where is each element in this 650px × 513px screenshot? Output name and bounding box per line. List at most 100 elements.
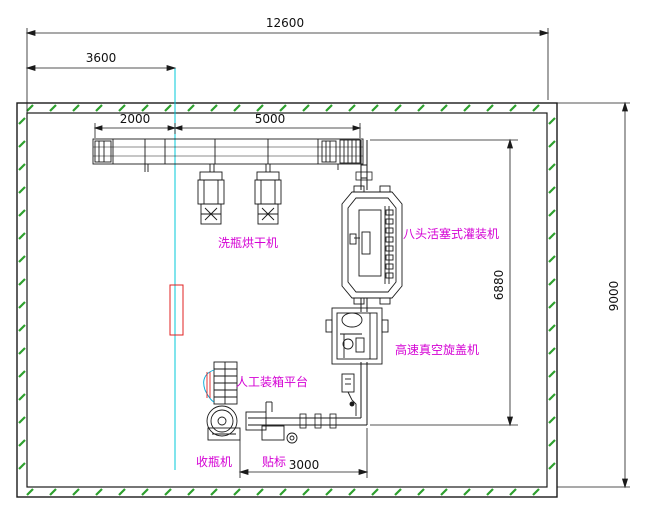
wall-hatch-mark xyxy=(164,488,172,496)
wall-hatch-mark xyxy=(548,462,556,470)
dim-bottom-run xyxy=(238,428,369,478)
wall-hatch-mark xyxy=(548,416,556,424)
wall-hatch-mark xyxy=(18,462,26,470)
dim-filler-run-label: 6880 xyxy=(492,270,506,301)
wall-hatch-mark xyxy=(18,393,26,401)
red-marker xyxy=(169,284,184,336)
wall-hatch-mark xyxy=(49,488,57,496)
wall-hatch-mark xyxy=(548,370,556,378)
wall-hatch-mark xyxy=(532,104,540,112)
filler-head xyxy=(385,245,394,252)
dim-left-offset xyxy=(25,64,177,72)
dim-washer-length-label: 5000 xyxy=(255,112,286,126)
washer-dryer-machine xyxy=(92,138,364,172)
label-capper: 高速真空旋盖机 xyxy=(395,342,479,357)
label-unscrambler: 收瓶机 xyxy=(196,455,232,469)
wall-hatch-mark xyxy=(548,186,556,194)
packing-platform xyxy=(203,361,238,405)
wall-hatch-mark xyxy=(210,104,218,112)
dim-total-width-label: 12600 xyxy=(266,16,304,30)
wall-hatch-mark xyxy=(141,104,149,112)
dim-total-height-label: 9000 xyxy=(607,281,621,312)
dim-left-offset-label: 3600 xyxy=(86,51,117,65)
wall-hatch-mark xyxy=(18,140,26,148)
wall-hatch-mark xyxy=(417,488,425,496)
wall-hatch-mark xyxy=(18,255,26,263)
wall-hatch-mark xyxy=(18,278,26,286)
wall-hatch-mark xyxy=(509,104,517,112)
wall-hatch-mark xyxy=(141,488,149,496)
wall-hatch-mark xyxy=(348,488,356,496)
wall-hatch-mark xyxy=(371,104,379,112)
wall-hatch-mark xyxy=(18,439,26,447)
wall-hatch-mark xyxy=(371,488,379,496)
filler-head xyxy=(385,227,394,234)
label-washer-dryer: 洗瓶烘干机 xyxy=(218,236,278,250)
filler-machine xyxy=(341,185,403,305)
filler-head xyxy=(385,272,394,279)
wall-hatch-mark xyxy=(325,488,333,496)
wall-hatch-mark xyxy=(548,209,556,217)
wall-hatch-mark xyxy=(325,104,333,112)
wall-hatch-mark xyxy=(279,488,287,496)
wall-hatch-mark xyxy=(18,232,26,240)
wall-hatch-mark xyxy=(548,255,556,263)
conveyor-line xyxy=(248,140,368,426)
dim-bottom-run-label: 3000 xyxy=(289,458,320,472)
capper-machine xyxy=(325,307,389,365)
wall-hatch-mark xyxy=(256,488,264,496)
wall-hatch-mark xyxy=(18,416,26,424)
dim-washer-section-label: 2000 xyxy=(120,112,151,126)
wall-hatch-mark xyxy=(210,488,218,496)
wall-hatch-mark xyxy=(302,104,310,112)
wall-hatch-mark xyxy=(187,104,195,112)
wall-hatch-mark xyxy=(26,104,34,112)
wall-hatch-mark xyxy=(233,488,241,496)
control-box xyxy=(341,373,357,416)
wall-hatch-mark xyxy=(548,347,556,355)
wall-hatch-mark xyxy=(548,439,556,447)
wall-hatch-mark xyxy=(18,117,26,125)
wall-hatch-mark xyxy=(302,488,310,496)
wall-hatch-mark xyxy=(463,488,471,496)
wall-hatch-mark xyxy=(548,301,556,309)
wall-hatch-mark xyxy=(548,117,556,125)
dryer-unit-2 xyxy=(254,164,282,225)
dim-total-height xyxy=(557,101,630,489)
wall-hatch-mark xyxy=(440,104,448,112)
wall-hatch-mark xyxy=(18,186,26,194)
label-filler: 八头活塞式灌装机 xyxy=(403,226,499,241)
filler-head xyxy=(385,254,394,261)
wall-hatch-mark xyxy=(440,488,448,496)
wall-hatch-mark xyxy=(509,488,517,496)
wall-hatch-mark xyxy=(18,347,26,355)
dim-filler-run xyxy=(370,138,518,427)
wall-hatch-mark xyxy=(72,104,80,112)
wall-hatch-mark xyxy=(532,488,540,496)
wall-hatch-mark xyxy=(548,232,556,240)
wall-hatch-mark xyxy=(72,488,80,496)
wall-hatch-mark xyxy=(486,104,494,112)
wall-hatch-mark xyxy=(18,324,26,332)
wall-hatch-mark xyxy=(95,488,103,496)
wall-hatch-mark xyxy=(548,324,556,332)
filler-head xyxy=(385,209,394,216)
wall-hatch-mark xyxy=(18,370,26,378)
filler-head xyxy=(385,263,394,270)
label-labeler: 贴标 xyxy=(262,455,286,469)
wall-hatch-mark xyxy=(256,104,264,112)
unscrambler-machine xyxy=(206,405,241,441)
wall-hatch-mark xyxy=(348,104,356,112)
wall-hatch-mark xyxy=(18,301,26,309)
wall-hatch-mark xyxy=(463,104,471,112)
wall-hatch-mark xyxy=(279,104,287,112)
wall-hatch-mark xyxy=(95,104,103,112)
filler-head xyxy=(385,218,394,225)
wall-hatch-mark xyxy=(164,104,172,112)
wall-hatch-mark xyxy=(394,488,402,496)
wall-hatch-mark xyxy=(26,488,34,496)
room-wall xyxy=(16,102,558,498)
wall-hatch-mark xyxy=(417,104,425,112)
